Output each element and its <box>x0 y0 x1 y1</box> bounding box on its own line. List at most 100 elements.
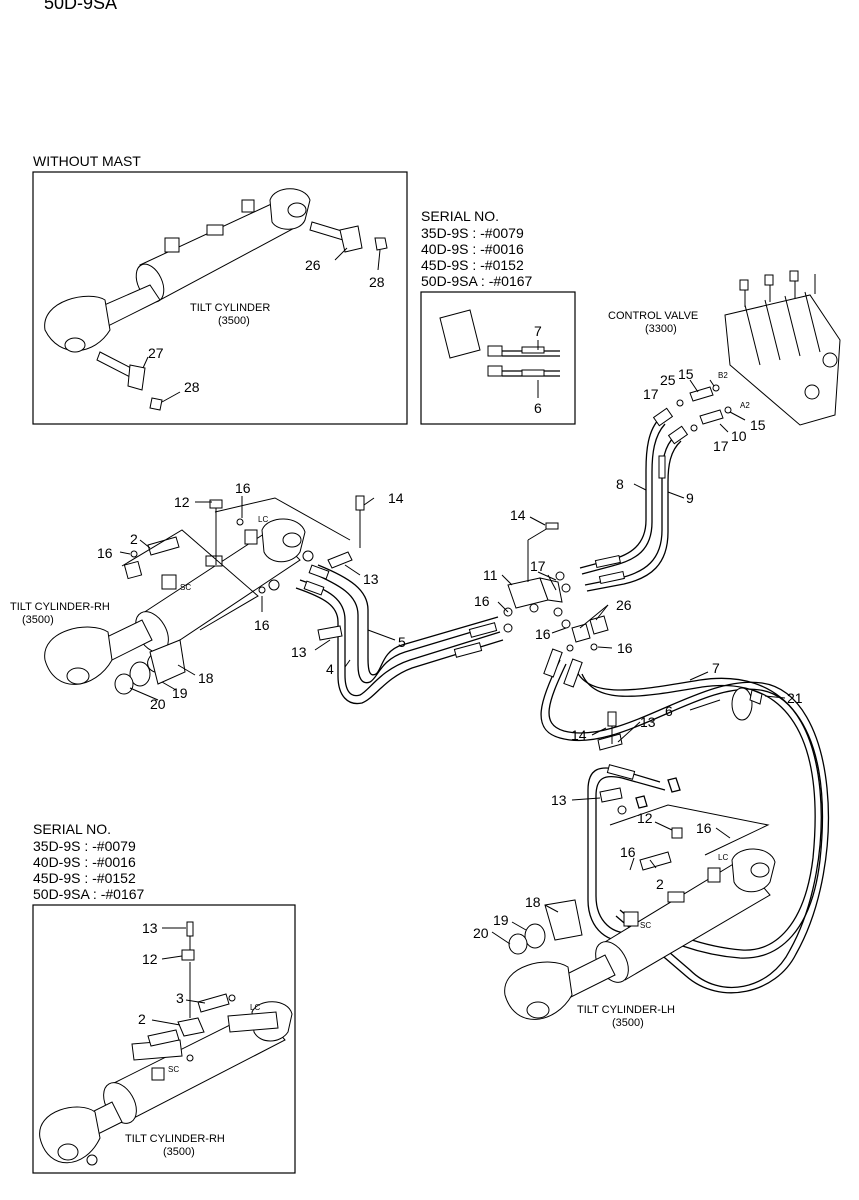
serial-line-1-1: 35D-9S : -#0079 <box>421 225 524 241</box>
tilt-cylinder-rh-inset-label: TILT CYLINDER-RH <box>125 1133 225 1145</box>
callout-25: 25 <box>660 372 676 388</box>
callout-8: 8 <box>616 476 624 492</box>
callout-12: 12 <box>174 494 190 510</box>
callout-19: 19 <box>172 685 188 701</box>
callout-14c: 14 <box>571 727 587 743</box>
callout-5: 5 <box>398 634 406 650</box>
without-mast-panel: WITHOUT MAST TILT CYLINDER <box>32 153 408 425</box>
control-valve: CONTROL VALVE (3300) B2 A2 <box>608 270 841 433</box>
bolt-14-a <box>355 495 365 511</box>
tilt-cylinder-rh-label: TILT CYLINDER-RH <box>10 601 110 613</box>
callout-3-inset: 3 <box>176 990 184 1006</box>
callout-12-inset: 12 <box>142 951 158 967</box>
callout-7-inset: 7 <box>534 323 542 339</box>
hose-assembly <box>268 407 830 994</box>
tilt-cylinder-number: (3500) <box>218 315 250 327</box>
callout-14b: 14 <box>510 507 526 523</box>
callout-16b: 16 <box>97 545 113 561</box>
callout-16f: 16 <box>617 640 633 656</box>
tag-sc-lh: SC <box>640 921 651 930</box>
tilt-cylinder-lh-label: TILT CYLINDER-LH <box>577 1004 675 1016</box>
callout-7: 7 <box>712 660 720 676</box>
callout-16h: 16 <box>620 844 636 860</box>
serial-title-2: SERIAL NO. <box>33 821 111 837</box>
serial-frame-2 <box>32 904 296 1174</box>
serial-line-1-2: 40D-9S : -#0016 <box>421 241 524 257</box>
serial-frame-1 <box>420 291 576 425</box>
tag-sc-rh: SC <box>180 583 191 592</box>
callout-17: 17 <box>530 558 546 574</box>
callout-16g: 16 <box>696 820 712 836</box>
serial-panel-1: SERIAL NO. 35D-9S : -#0079 40D-9S : -#00… <box>420 208 576 425</box>
callout-15b: 15 <box>750 417 766 433</box>
clamp-13-a <box>327 551 353 569</box>
callout-17b: 17 <box>643 386 659 402</box>
callout-16e: 16 <box>535 626 551 642</box>
control-valve-label: CONTROL VALVE <box>608 310 698 322</box>
serial-panel-2: SERIAL NO. 35D-9S : -#0079 40D-9S : -#00… <box>32 821 296 1174</box>
callout-2-inset: 2 <box>138 1011 146 1027</box>
callout-9: 9 <box>686 490 694 506</box>
callout-18b: 18 <box>525 894 541 910</box>
clamp-13-d <box>599 787 623 803</box>
callout-20: 20 <box>150 696 166 712</box>
serial-line-1-4: 50D-9SA : -#0167 <box>421 273 533 289</box>
tilt-cylinder-rh-inset-number: (3500) <box>163 1146 195 1158</box>
control-valve-number: (3300) <box>645 323 677 335</box>
bolt-14-b <box>607 711 617 727</box>
callout-20b: 20 <box>473 925 489 941</box>
callout-12b: 12 <box>637 810 653 826</box>
clamp-13-b <box>317 625 343 641</box>
tilt-cylinder-rh-number: (3500) <box>22 614 54 626</box>
callout-13: 13 <box>363 571 379 587</box>
callout-17c: 17 <box>713 438 729 454</box>
callout-16d: 16 <box>474 593 490 609</box>
tag-lc-lh: LC <box>718 853 728 862</box>
tag-sc-inset: SC <box>168 1065 179 1074</box>
callout-28b: 28 <box>184 379 200 395</box>
tag-lc-inset: LC <box>250 1003 260 1012</box>
tilt-cylinder-label: TILT CYLINDER <box>190 302 270 314</box>
serial-line-2-4: 50D-9SA : -#0167 <box>33 886 145 902</box>
clamp-21 <box>749 689 763 705</box>
tilt-cylinder-lh <box>504 804 776 1020</box>
serial-line-2-3: 45D-9S : -#0152 <box>33 870 136 886</box>
callout-26: 26 <box>305 257 321 273</box>
callout-27: 27 <box>148 345 164 361</box>
clamp-13-c <box>597 733 623 751</box>
callout-15: 15 <box>678 366 694 382</box>
leader-lines <box>119 483 786 945</box>
serial-title-1: SERIAL NO. <box>421 208 499 224</box>
port-b2: B2 <box>718 371 728 380</box>
serial-line-2-2: 40D-9S : -#0016 <box>33 854 136 870</box>
callout-28: 28 <box>369 274 385 290</box>
callout-21: 21 <box>787 690 803 706</box>
callout-2b: 2 <box>656 876 664 892</box>
tilt-cylinder-lh-number: (3500) <box>612 1017 644 1029</box>
callout-19b: 19 <box>493 912 509 928</box>
callout-14: 14 <box>388 490 404 506</box>
tag-lc-rh: LC <box>258 515 268 524</box>
callout-4: 4 <box>326 661 334 677</box>
model-header: 50D-9SA <box>44 0 117 13</box>
tilt-cylinder-rh <box>44 497 351 695</box>
callout-16c: 16 <box>254 617 270 633</box>
callout-13-inset: 13 <box>142 920 158 936</box>
tilt-cylinder-drawing <box>44 188 388 411</box>
callout-26b: 26 <box>616 597 632 613</box>
callout-6-inset: 6 <box>534 400 542 416</box>
callout-2: 2 <box>130 531 138 547</box>
callout-13c: 13 <box>640 714 656 730</box>
without-mast-caption: WITHOUT MAST <box>33 153 141 169</box>
callout-18: 18 <box>198 670 214 686</box>
serial-line-1-3: 45D-9S : -#0152 <box>421 257 524 273</box>
callout-11: 11 <box>483 567 498 583</box>
callout-6: 6 <box>665 703 673 719</box>
port-a2: A2 <box>740 401 750 410</box>
callout-13d: 13 <box>551 792 567 808</box>
without-mast-frame <box>32 171 408 425</box>
callout-16: 16 <box>235 480 251 496</box>
serial-line-2-1: 35D-9S : -#0079 <box>33 838 136 854</box>
callout-13b: 13 <box>291 644 307 660</box>
